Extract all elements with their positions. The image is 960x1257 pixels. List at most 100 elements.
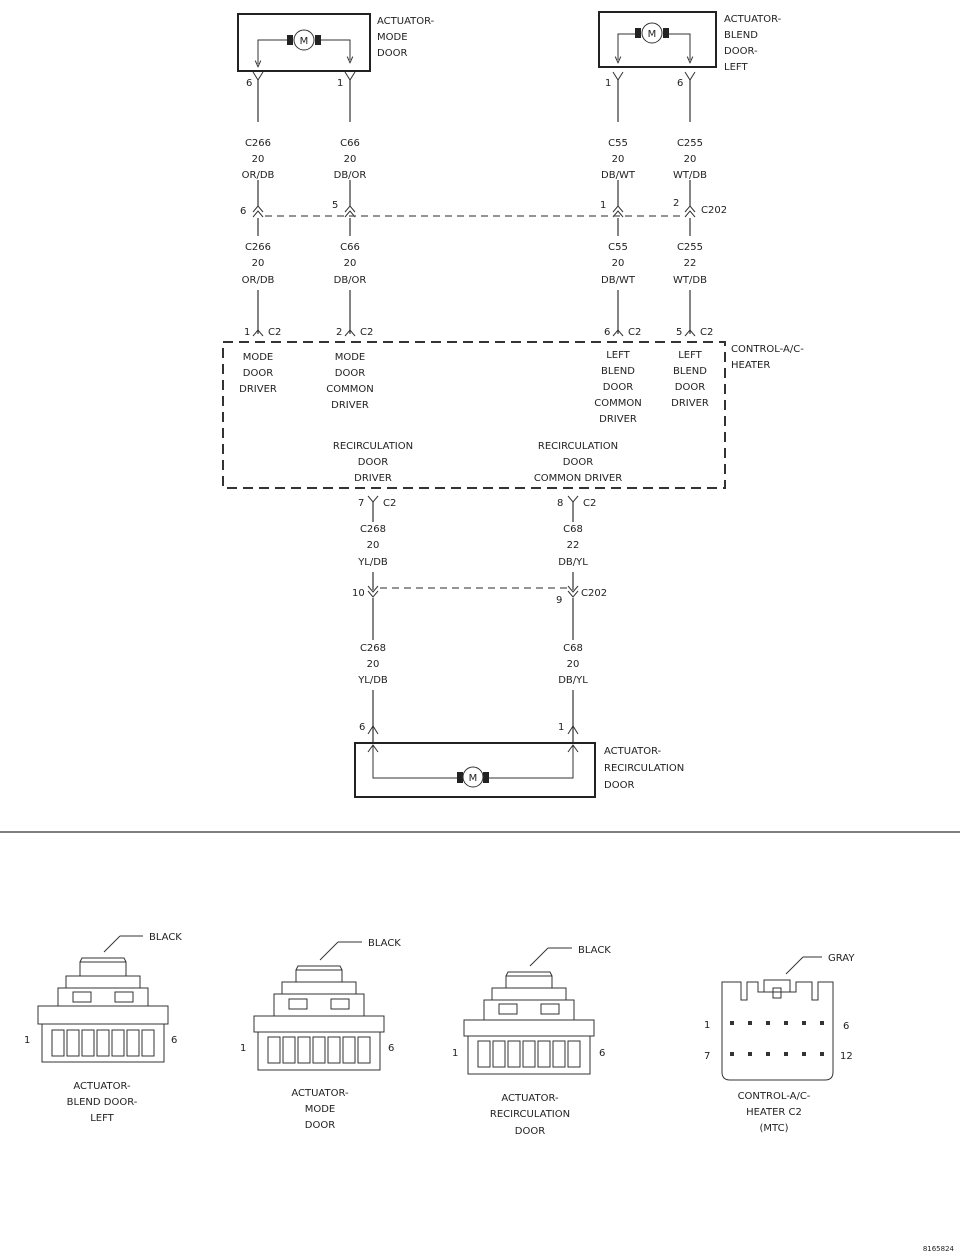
color-label: DB/WT — [601, 275, 636, 286]
driver-label: MODE — [335, 352, 366, 363]
connector-view-recirculation-door: BLACK 1 6 ACTUATOR- RECIRCULATION DOOR — [452, 945, 611, 1137]
driver-label: COMMON — [326, 384, 373, 395]
pin-number: 6 — [677, 78, 683, 89]
pin-number: 8 — [557, 498, 563, 509]
pin-number: 7 — [704, 1051, 710, 1062]
pin-number: 6 — [171, 1035, 177, 1046]
connector-view-control-c2: GRAY 1 6 7 12 CONTROL-A/C- HEATER C2 (MT… — [704, 953, 855, 1134]
circuit-label: C55 — [608, 242, 628, 253]
pin-number: 12 — [840, 1051, 853, 1062]
connector-view-mode-door: BLACK 1 6 ACTUATOR- MODE DOOR — [240, 938, 401, 1131]
driver-label: COMMON — [594, 398, 641, 409]
actuator-blend-door-left: M ACTUATOR- BLEND DOOR- LEFT — [598, 11, 782, 73]
connector-view-blend-door-left: BLACK 1 6 ACTUATOR- BLEND DOOR- LEFT — [24, 932, 182, 1124]
color-label: DB/YL — [558, 557, 588, 568]
driver-label: DOOR — [335, 368, 365, 379]
gauge-label: 20 — [684, 154, 697, 165]
connector-caption: ACTUATOR- — [73, 1081, 131, 1092]
gauge-label: 22 — [684, 258, 697, 269]
gauge-label: 20 — [612, 258, 625, 269]
pin-number: 6 — [240, 206, 246, 217]
gauge-label: 22 — [567, 540, 580, 551]
connector-color-label: GRAY — [828, 953, 855, 964]
driver-label: RECIRCULATION — [538, 441, 618, 452]
lower-wires: 7 C2 8 C2 C268 20 YL/DB C68 22 DB/YL 10 … — [352, 495, 607, 742]
driver-label: RECIRCULATION — [333, 441, 413, 452]
connector-c2-label: C2 — [628, 327, 641, 338]
connector-c2-label: C2 — [383, 498, 396, 509]
control-label-2: HEATER — [731, 360, 770, 371]
connector-color-label: BLACK — [149, 932, 182, 943]
figure-id: 8165824 — [923, 1245, 955, 1253]
connector-color-label: BLACK — [578, 945, 611, 956]
color-label: YL/DB — [357, 675, 388, 686]
circuit-label: C266 — [245, 242, 271, 253]
upper-wires: 6 1 1 6 C266 20 OR/DB C66 20 DB/OR C55 2… — [240, 71, 727, 338]
color-label: WT/DB — [673, 170, 707, 181]
control-label-1: CONTROL-A/C- — [731, 344, 804, 355]
driver-label: LEFT — [606, 350, 630, 361]
connector-caption: (MTC) — [760, 1123, 789, 1134]
gauge-label: 20 — [344, 154, 357, 165]
driver-label: COMMON DRIVER — [534, 473, 622, 484]
motor-label: M — [648, 29, 657, 40]
mode-door-label-2: MODE — [377, 32, 408, 43]
driver-label: BLEND — [601, 366, 635, 377]
blend-door-label-4: LEFT — [724, 62, 748, 73]
recirc-door-label-1: ACTUATOR- — [604, 746, 662, 757]
color-label: OR/DB — [242, 275, 275, 286]
recirc-door-label-3: DOOR — [604, 780, 634, 791]
motor-icon: M — [287, 29, 321, 51]
motor-label: M — [469, 773, 478, 784]
driver-label: DOOR — [243, 368, 273, 379]
color-label: DB/WT — [601, 170, 636, 181]
gauge-label: 20 — [367, 659, 380, 670]
connector-c2-label: C2 — [700, 327, 713, 338]
color-label: WT/DB — [673, 275, 707, 286]
gauge-label: 20 — [252, 154, 265, 165]
gauge-label: 20 — [567, 659, 580, 670]
connector-caption: DOOR — [515, 1126, 545, 1137]
pin-number: 1 — [558, 722, 564, 733]
connector-caption: RECIRCULATION — [490, 1109, 570, 1120]
color-label: DB/OR — [334, 275, 367, 286]
color-label: OR/DB — [242, 170, 275, 181]
driver-label: DOOR — [603, 382, 633, 393]
circuit-label: C68 — [563, 524, 583, 535]
connector-caption: BLEND DOOR- — [67, 1097, 138, 1108]
pin-number: 5 — [332, 200, 338, 211]
connector-caption: CONTROL-A/C- — [738, 1091, 811, 1102]
motor-icon: M — [635, 22, 669, 44]
pin-cavities — [477, 1040, 581, 1068]
circuit-label: C66 — [340, 138, 360, 149]
gauge-label: 20 — [367, 540, 380, 551]
driver-label: DRIVER — [599, 414, 637, 425]
gauge-label: 20 — [344, 258, 357, 269]
pin-number: 5 — [676, 327, 682, 338]
circuit-label: C266 — [245, 138, 271, 149]
driver-label: DRIVER — [239, 384, 277, 395]
connector-caption: ACTUATOR- — [291, 1088, 349, 1099]
driver-label: DRIVER — [354, 473, 392, 484]
driver-label: MODE — [243, 352, 274, 363]
connector-caption: LEFT — [90, 1113, 114, 1124]
circuit-label: C66 — [340, 242, 360, 253]
connector-color-label: BLACK — [368, 938, 401, 949]
connector-caption: DOOR — [305, 1120, 335, 1131]
pin-cavities — [730, 1021, 824, 1056]
recirc-door-label-2: RECIRCULATION — [604, 763, 684, 774]
connector-c202-label: C202 — [581, 588, 607, 599]
pin-number: 1 — [244, 327, 250, 338]
connector-c2-label: C2 — [583, 498, 596, 509]
circuit-label: C268 — [360, 524, 386, 535]
pin-number: 6 — [599, 1048, 605, 1059]
blend-door-label-2: BLEND — [724, 30, 758, 41]
gauge-label: 20 — [252, 258, 265, 269]
pin-number: 2 — [673, 198, 679, 209]
driver-label: DRIVER — [671, 398, 709, 409]
pin-number: 1 — [24, 1035, 30, 1046]
connector-c202-label: C202 — [701, 205, 727, 216]
pin-number: 1 — [240, 1043, 246, 1054]
driver-label: DOOR — [675, 382, 705, 393]
motor-icon: M — [457, 766, 489, 788]
